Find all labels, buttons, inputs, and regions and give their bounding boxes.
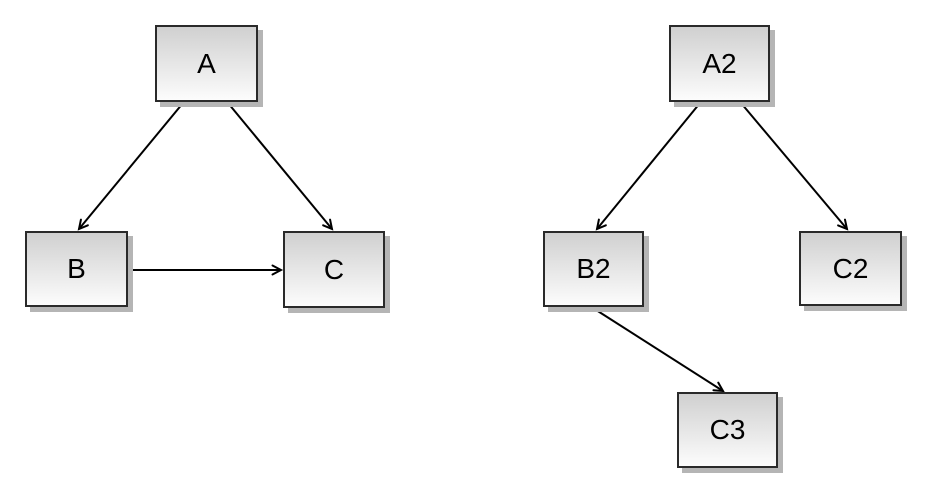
node-B[interactable]: B xyxy=(25,231,128,307)
node-label: A xyxy=(197,47,216,79)
edge-B2-C3 xyxy=(592,307,725,393)
edge-A-C xyxy=(227,102,334,231)
node-label: A2 xyxy=(702,47,737,79)
node-label: C3 xyxy=(709,414,746,445)
edge-A2-B2 xyxy=(595,102,701,231)
node-label: C2 xyxy=(832,252,869,284)
edge-A2-C2 xyxy=(740,102,849,231)
node-C[interactable]: C xyxy=(283,231,385,308)
node-A[interactable]: A xyxy=(155,25,258,102)
node-B2[interactable]: B2 xyxy=(543,231,644,307)
node-label: C xyxy=(323,253,345,285)
node-label: B2 xyxy=(576,253,611,284)
node-A2[interactable]: A2 xyxy=(669,25,770,102)
node-C3[interactable]: C3 xyxy=(677,392,778,468)
node-C2[interactable]: C2 xyxy=(799,231,902,306)
edge-A-B xyxy=(77,102,184,231)
node-label: B xyxy=(67,253,86,284)
